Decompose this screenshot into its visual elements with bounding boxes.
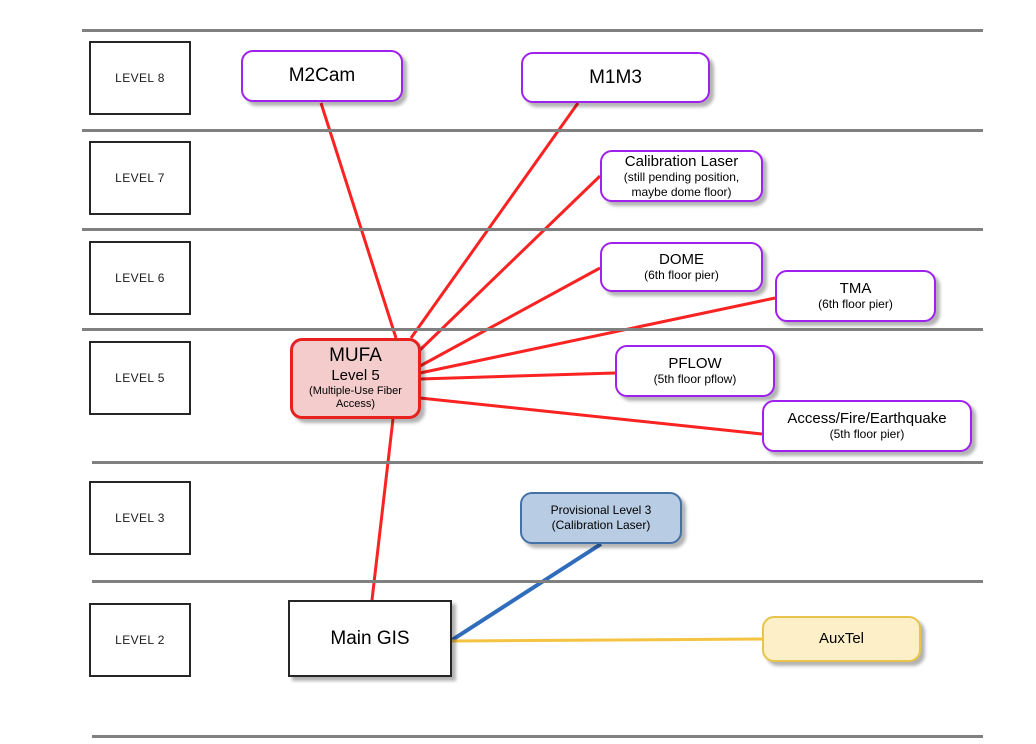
node-m1m3[interactable]: M1M3 bbox=[521, 52, 710, 103]
level-separator-5 bbox=[92, 580, 983, 583]
edge-mufa-access bbox=[419, 396, 763, 436]
level-separator-3 bbox=[82, 328, 983, 331]
level-box-label: LEVEL 5 bbox=[115, 371, 165, 385]
level-box-label: LEVEL 7 bbox=[115, 171, 165, 185]
edge-mufa-main-gis bbox=[370, 418, 395, 601]
level-box-label: LEVEL 6 bbox=[115, 271, 165, 285]
node-calibration-laser-line2: (still pending position, bbox=[623, 170, 740, 185]
level-box-level-7: LEVEL 7 bbox=[89, 141, 191, 215]
edge-main-gis-auxtel bbox=[451, 637, 763, 643]
level-box-level-2: LEVEL 2 bbox=[89, 603, 191, 677]
node-access-fire-earthquake[interactable]: Access/Fire/Earthquake(5th floor pier) bbox=[762, 400, 972, 452]
node-calibration-laser-line3: maybe dome floor) bbox=[631, 184, 732, 199]
node-mufa-line1: MUFA bbox=[329, 345, 382, 367]
node-dome-line1: DOME bbox=[659, 251, 704, 269]
node-access-fire-earthquake-line1: Access/Fire/Earthquake bbox=[787, 410, 947, 428]
edge-mufa-dome bbox=[419, 266, 601, 368]
node-provisional-level-3-line2: (Calibration Laser) bbox=[551, 517, 651, 532]
node-provisional-level-3[interactable]: Provisional Level 3(Calibration Laser) bbox=[520, 492, 682, 544]
node-pflow-line2: (5th floor pflow) bbox=[653, 372, 737, 387]
edge-main-gis-provisional bbox=[450, 542, 603, 642]
node-m1m3-line1: M1M3 bbox=[589, 66, 642, 88]
level-box-label: LEVEL 3 bbox=[115, 511, 165, 525]
node-mufa-line3: (Multiple-Use Fiber Access) bbox=[309, 385, 402, 411]
node-main-gis-line1: Main GIS bbox=[330, 627, 410, 649]
edge-mufa-m1m3 bbox=[409, 102, 580, 339]
node-m2cam[interactable]: M2Cam bbox=[241, 50, 403, 102]
edge-mufa-calibration-laser bbox=[418, 174, 602, 352]
level-box-label: LEVEL 8 bbox=[115, 71, 165, 85]
node-auxtel[interactable]: AuxTel bbox=[762, 616, 921, 662]
node-tma-line2: (6th floor pier) bbox=[818, 297, 893, 312]
level-separator-4 bbox=[92, 461, 983, 464]
node-pflow[interactable]: PFLOW(5th floor pflow) bbox=[615, 345, 775, 397]
edge-mufa-m2cam bbox=[319, 102, 398, 339]
level-box-level-8: LEVEL 8 bbox=[89, 41, 191, 115]
level-box-level-5: LEVEL 5 bbox=[89, 341, 191, 415]
node-mufa-line2: Level 5 bbox=[331, 367, 380, 385]
edge-mufa-pflow bbox=[419, 371, 616, 381]
level-separator-0 bbox=[82, 29, 983, 32]
node-tma[interactable]: TMA(6th floor pier) bbox=[775, 270, 936, 322]
node-dome-line2: (6th floor pier) bbox=[644, 268, 719, 283]
node-m2cam-line1: M2Cam bbox=[288, 65, 356, 87]
node-calibration-laser[interactable]: Calibration Laser(still pending position… bbox=[600, 150, 763, 202]
node-provisional-level-3-line1: Provisional Level 3 bbox=[550, 502, 652, 517]
node-tma-line1: TMA bbox=[839, 280, 872, 298]
node-calibration-laser-line1: Calibration Laser bbox=[624, 152, 739, 170]
node-auxtel-line1: AuxTel bbox=[818, 630, 865, 648]
node-access-fire-earthquake-line2: (5th floor pier) bbox=[829, 427, 905, 442]
level-separator-6 bbox=[92, 735, 983, 738]
node-main-gis[interactable]: Main GIS bbox=[288, 600, 452, 677]
level-separator-2 bbox=[82, 228, 983, 231]
level-box-label: LEVEL 2 bbox=[115, 633, 165, 647]
level-box-level-6: LEVEL 6 bbox=[89, 241, 191, 315]
node-dome[interactable]: DOME(6th floor pier) bbox=[600, 242, 763, 292]
level-box-level-3: LEVEL 3 bbox=[89, 481, 191, 555]
node-pflow-line1: PFLOW bbox=[668, 355, 722, 373]
level-separator-1 bbox=[82, 129, 983, 132]
